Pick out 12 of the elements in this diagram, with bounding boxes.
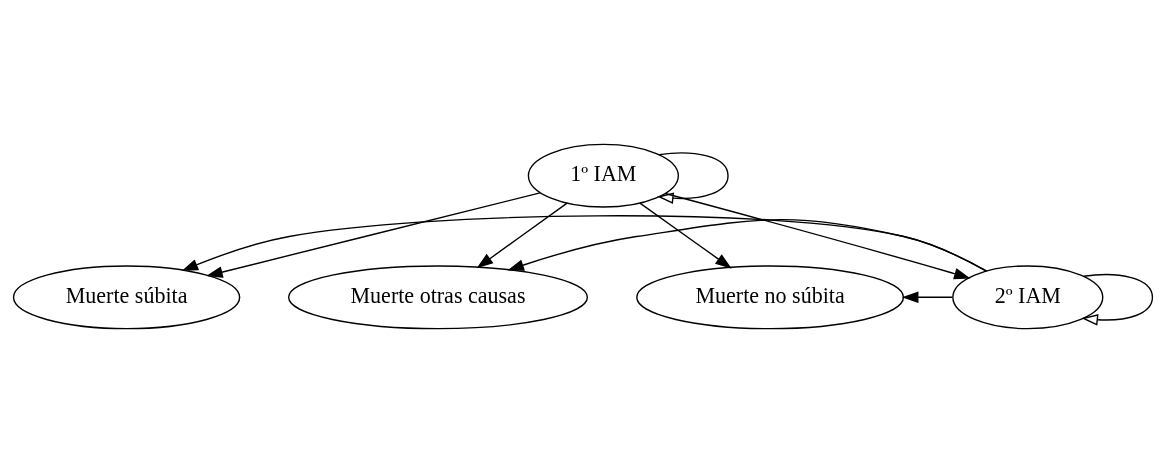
node-ellipse: 1º IAM (527, 143, 679, 208)
arrow (181, 215, 988, 272)
arrow (206, 192, 541, 278)
arrow (507, 219, 988, 272)
arrow (657, 152, 729, 204)
arrow (639, 202, 732, 269)
arrow (1081, 273, 1154, 326)
arrow (664, 192, 971, 280)
node-ellipse: Muerte otras causas (288, 265, 589, 330)
arrow (476, 202, 568, 269)
node-ellipse: Muerte no súbita (636, 265, 905, 330)
arrow (901, 291, 954, 304)
